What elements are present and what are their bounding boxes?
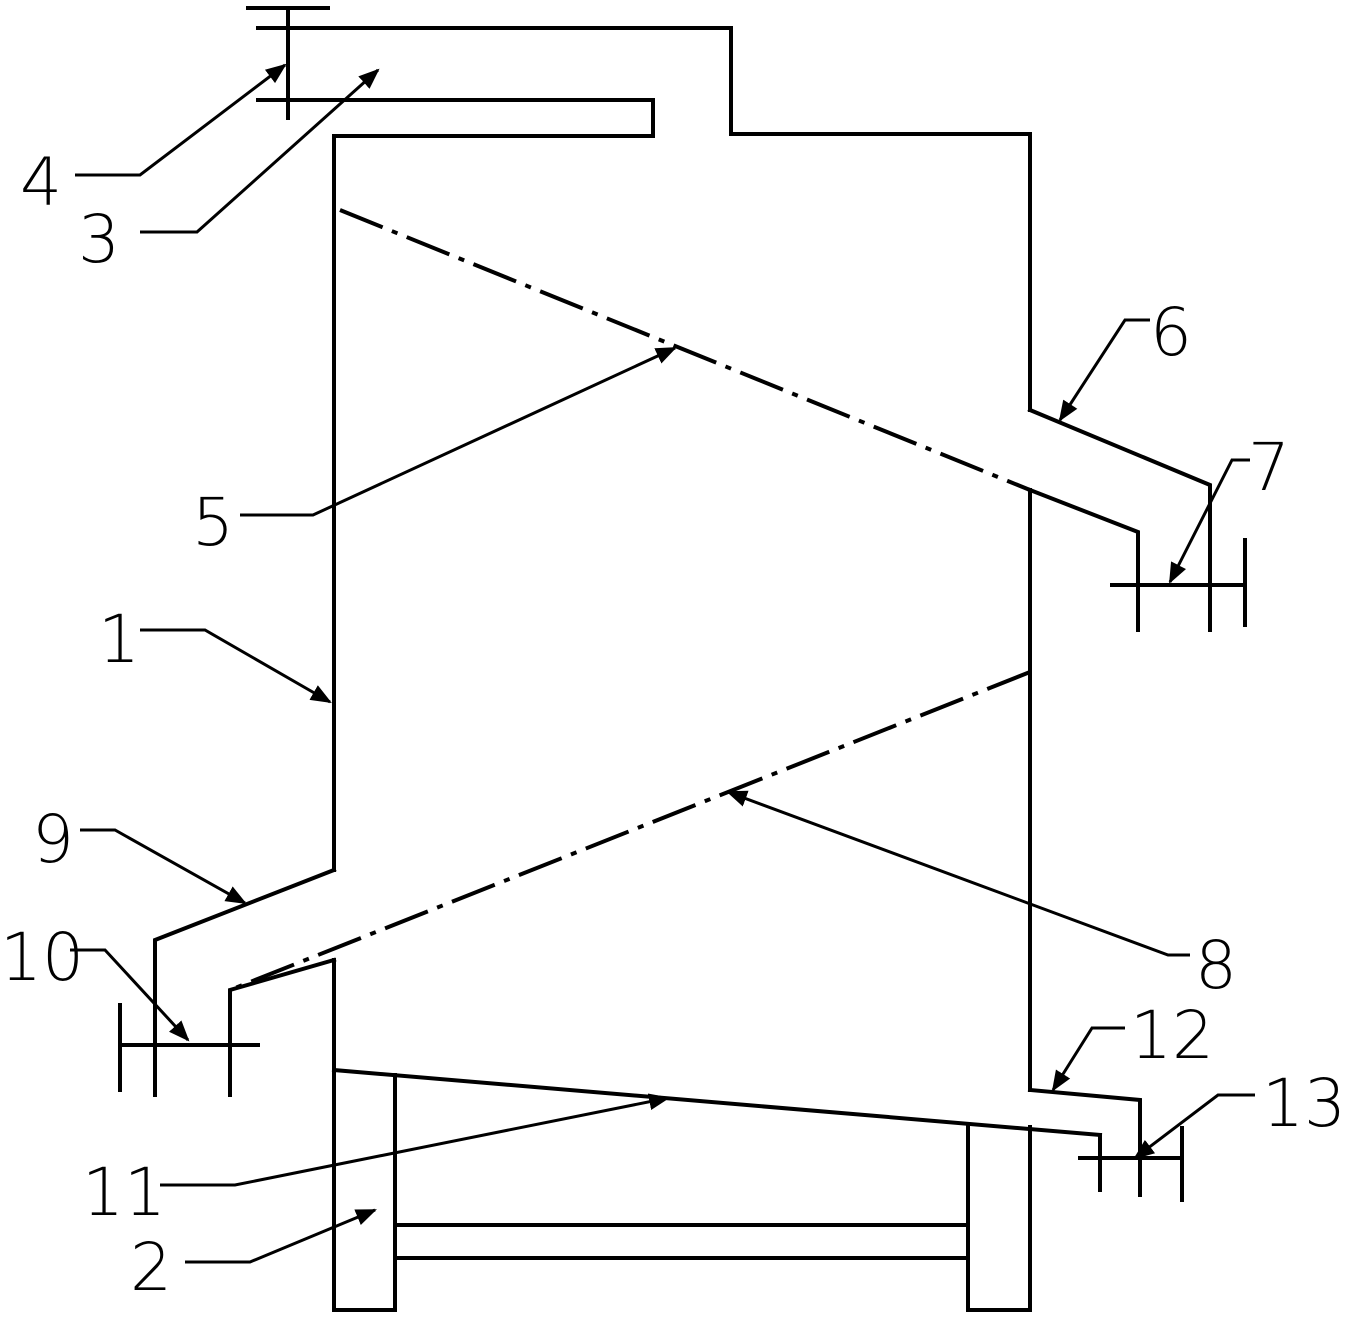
label-1: 1	[98, 601, 140, 678]
label-2: 2	[130, 1229, 172, 1306]
label-10: 10	[0, 919, 84, 996]
upper-outlet-pipe	[1027, 407, 1247, 632]
vessel-body	[256, 26, 1032, 1312]
support-stand	[393, 1223, 970, 1260]
label-13: 13	[1262, 1065, 1346, 1142]
label-12: 12	[1130, 997, 1214, 1074]
label-5: 5	[192, 484, 234, 561]
label-11: 11	[82, 1154, 166, 1231]
leader-lines	[70, 63, 1255, 1264]
label-7: 7	[1248, 429, 1290, 506]
label-8: 8	[1195, 927, 1237, 1004]
bottom-outlet	[1027, 1087, 1184, 1202]
label-3: 3	[78, 201, 120, 278]
sloped-bottom-plate	[331, 1067, 1103, 1138]
lower-left-outlet-pipe	[118, 867, 337, 1097]
label-6: 6	[1150, 294, 1192, 371]
top-valve	[246, 6, 330, 120]
lower-spiral-dashed	[229, 670, 1031, 992]
label-9: 9	[32, 801, 74, 878]
label-4: 4	[20, 144, 62, 221]
upper-spiral-dashed	[339, 208, 1031, 492]
part-labels: 4 3 5 6 7 1 8 9 10 12 13 11 2	[0, 144, 1346, 1306]
